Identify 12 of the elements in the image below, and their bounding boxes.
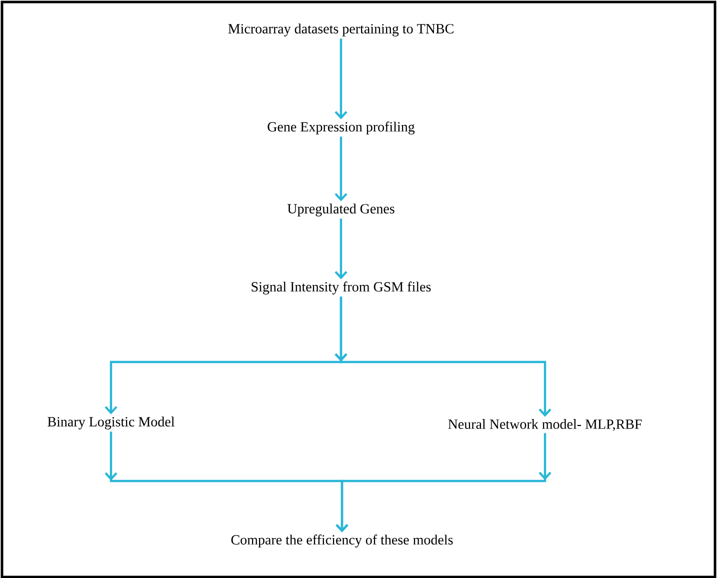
- step-label: Upregulated Genes: [287, 204, 394, 216]
- arrow: [334, 218, 348, 280]
- step-label: Microarray datasets pertaining to TNBC: [228, 24, 454, 36]
- step-label: Neural Network model- MLP,RBF: [448, 419, 642, 431]
- arrow: [334, 296, 552, 417]
- arrow: [334, 136, 348, 202]
- step-label: Compare the efficiency of these models: [231, 534, 453, 548]
- arrow: [336, 433, 552, 532]
- step-label: Binary Logistic Model: [48, 416, 174, 430]
- step-label: Gene Expression profiling: [268, 122, 415, 134]
- step-label: Signal Intensity from GSM files: [252, 282, 431, 294]
- arrow: [334, 38, 348, 120]
